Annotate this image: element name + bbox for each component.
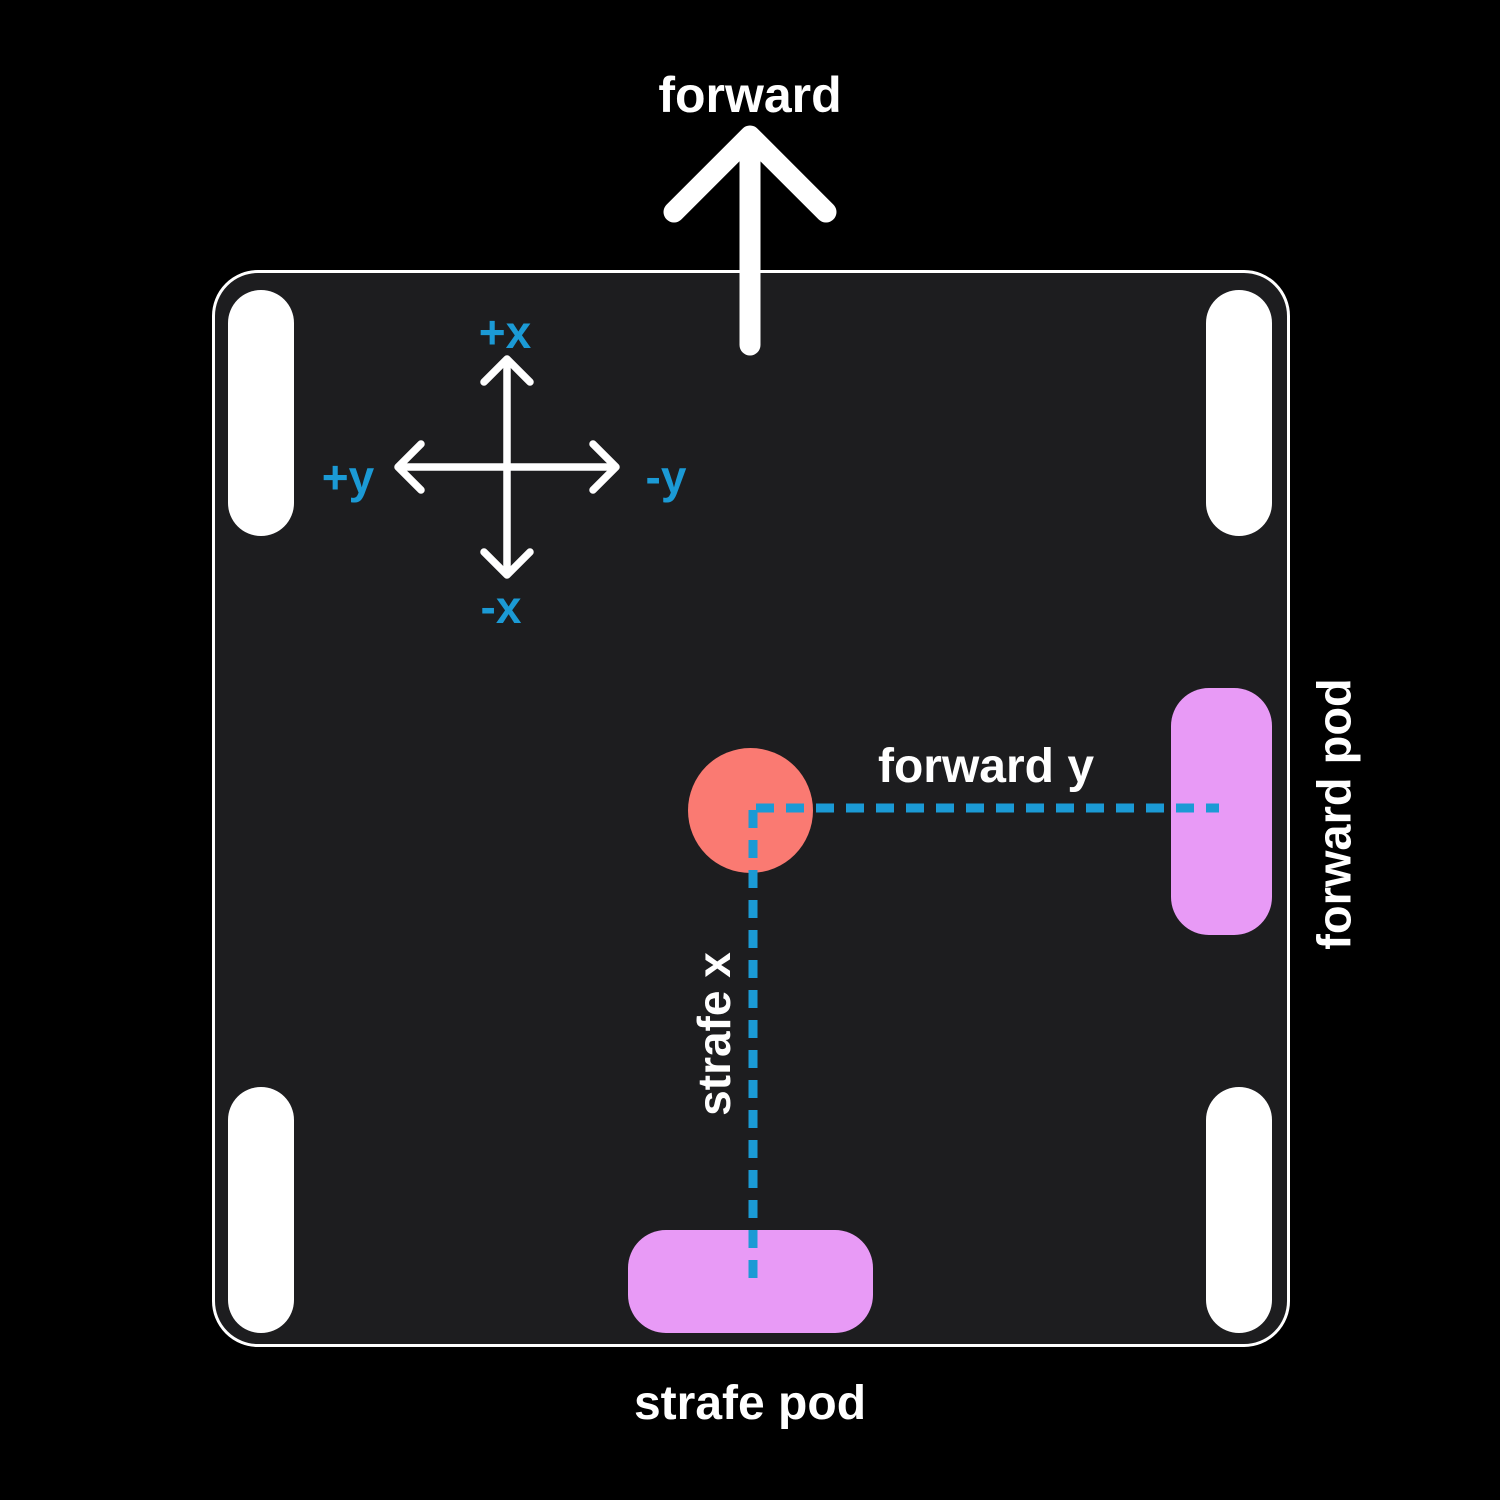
- axis-label-plus-y: +y: [321, 451, 375, 503]
- axis-label-minus-x: -x: [480, 581, 522, 633]
- forward-label: forward: [658, 67, 842, 123]
- wheel-bottom-right: [1206, 1087, 1272, 1333]
- axis-label-minus-y: -y: [645, 451, 687, 503]
- forward-pod-label: forward pod: [1307, 678, 1361, 950]
- wheel-top-right: [1206, 290, 1272, 536]
- wheel-top-left: [228, 290, 294, 536]
- forward-arrow-icon: [663, 125, 837, 356]
- strafe-x-label: strafe x: [688, 952, 740, 1116]
- strafe-pod-label: strafe pod: [633, 1377, 867, 1430]
- forward-y-label: forward y: [877, 740, 1095, 793]
- axis-cross-icon: [394, 355, 620, 579]
- wheel-bottom-left: [228, 1087, 294, 1333]
- axis-label-plus-x: +x: [478, 306, 532, 358]
